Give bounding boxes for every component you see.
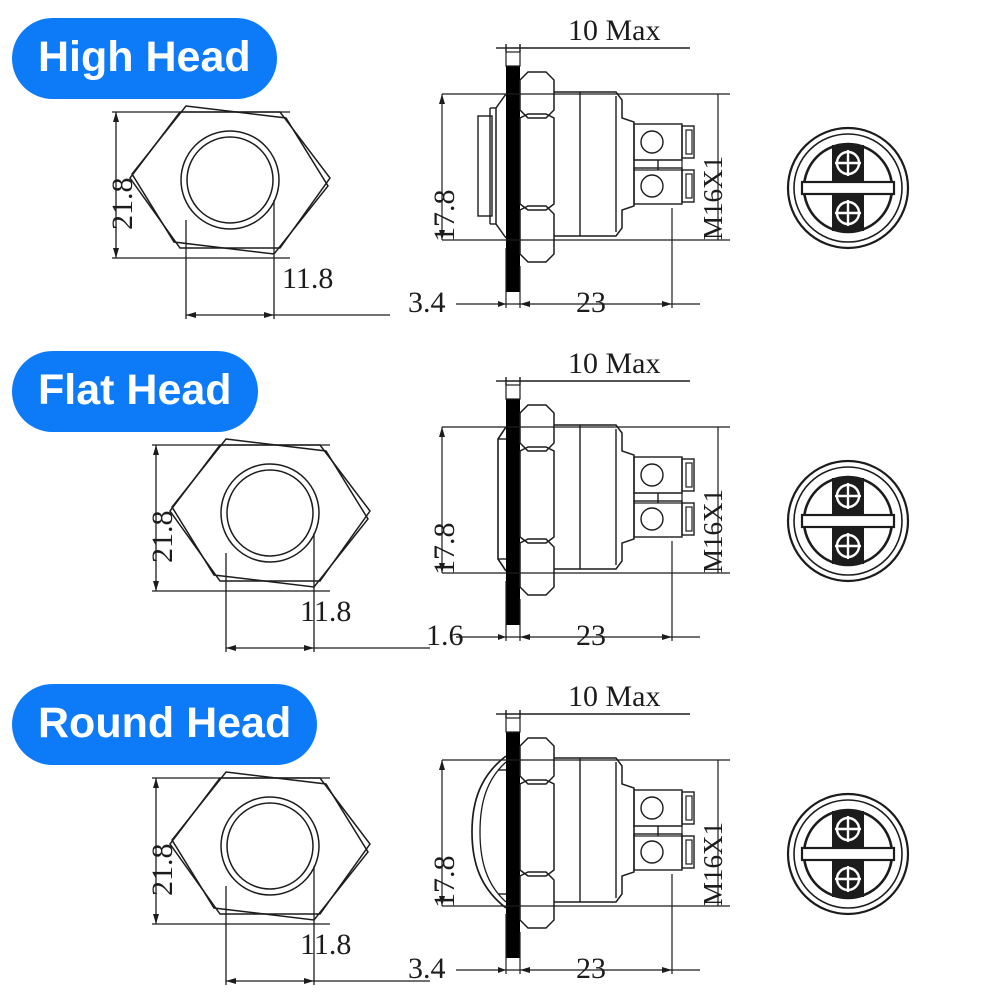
thread-label-high-head: M16X1: [698, 155, 728, 240]
side-view-round-head: [400, 684, 730, 984]
row-badge-flat-head: Flat Head: [12, 351, 258, 432]
side-height-dim-high-head: 17.8: [428, 189, 461, 243]
thread-label-round-head: M16X1: [698, 821, 728, 906]
drawing-row-high-head: High Head: [0, 0, 1000, 333]
front-view-high-head: [90, 100, 390, 320]
body-length-dim-flat-head: 23: [576, 619, 606, 652]
side-height-dim-flat-head: 17.8: [428, 522, 461, 576]
side-view-flat-head: [400, 351, 730, 651]
panel-thickness-dim-flat-head: 1.6: [426, 619, 464, 652]
row-badge-round-head: Round Head: [12, 684, 318, 765]
front-width-dim-round-head: 11.8: [300, 928, 352, 961]
body-length-dim-high-head: 23: [576, 286, 606, 319]
front-width-dim-high-head: 11.8: [282, 262, 334, 295]
side-top-dim-round-head: 10 Max: [568, 680, 661, 713]
drawing-row-flat-head: Flat Head: [0, 333, 1000, 666]
front-view-flat-head: [130, 433, 430, 653]
thread-label-flat-head: M16X1: [698, 488, 728, 573]
drawing-row-round-head: Round Head: [0, 666, 1000, 999]
panel-thickness-dim-round-head: 3.4: [408, 952, 446, 985]
front-height-dim-flat-head: 21.8: [146, 510, 179, 564]
front-view-round-head: [130, 766, 430, 986]
side-top-dim-flat-head: 10 Max: [568, 347, 661, 380]
side-view-high-head: [400, 18, 730, 318]
panel-thickness-dim-high-head: 3.4: [408, 286, 446, 319]
rear-view-flat-head: [778, 451, 918, 591]
front-height-dim-round-head: 21.8: [146, 843, 179, 897]
rear-view-high-head: [778, 118, 918, 258]
front-height-dim-high-head: 21.8: [106, 177, 139, 231]
side-height-dim-round-head: 17.8: [428, 855, 461, 909]
row-badge-high-head: High Head: [12, 18, 277, 99]
rear-view-round-head: [778, 784, 918, 924]
side-top-dim-high-head: 10 Max: [568, 14, 661, 47]
body-length-dim-round-head: 23: [576, 952, 606, 985]
front-width-dim-flat-head: 11.8: [300, 595, 352, 628]
